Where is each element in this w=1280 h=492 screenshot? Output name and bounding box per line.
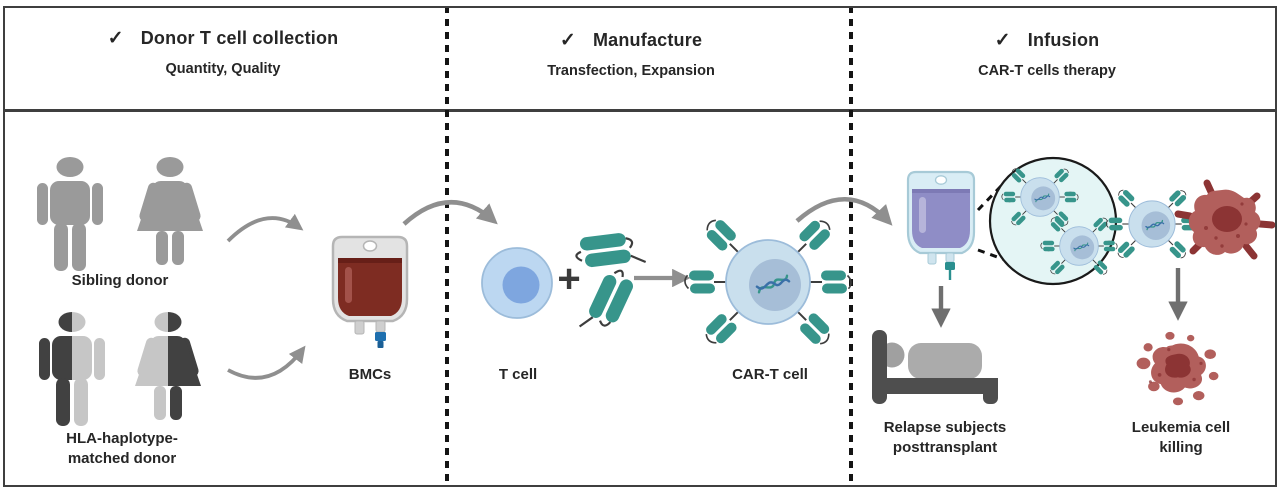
panel-divider-1 <box>445 6 449 487</box>
infusion-bag-icon <box>906 170 976 280</box>
magnified-cells-circle <box>988 156 1117 286</box>
attacking-car-t-cell-icon <box>1106 187 1197 261</box>
relapse-label-line1: Relapse subjects <box>883 419 1007 436</box>
plus-sign: + <box>557 257 581 301</box>
hla-female-donor-icon <box>135 312 201 420</box>
hla-donor-label-line2: matched donor <box>67 450 177 468</box>
leukemia-killing-label: Leukemia cell killing <box>1132 418 1230 459</box>
checkmark-icon: ✓ <box>994 30 1011 51</box>
car-t-cell-label: CAR-T cell <box>732 366 808 383</box>
panel-divider-2 <box>849 6 853 487</box>
leukemia-label-line1: Leukemia cell <box>1131 419 1231 436</box>
panel-title: Donor T cell collection <box>140 28 339 48</box>
panel-title: Manufacture <box>592 30 703 50</box>
blood-bag-icon <box>331 235 409 348</box>
panel-subtitle: CAR-T cells therapy <box>978 63 1116 79</box>
dead-leukemia-cell-icon <box>1136 331 1219 406</box>
t-cell-label: T cell <box>498 366 538 383</box>
panel-subtitle: Quantity, Quality <box>165 61 281 77</box>
arrow-bmcs-to-tcell <box>402 199 498 226</box>
sibling-male-donor-icon <box>37 157 103 271</box>
relapse-label: Relapse subjects posttransplant <box>884 418 1007 459</box>
header-separator-line <box>3 109 1277 112</box>
hla-male-donor-icon <box>39 312 105 426</box>
t-cell-icon <box>481 247 553 319</box>
relapse-label-line2: posttransplant <box>892 439 998 457</box>
checkmark-icon: ✓ <box>559 30 576 51</box>
car-construct-icon <box>578 263 639 342</box>
hla-donor-label-line1: HLA-haplotype- <box>66 430 178 447</box>
panel-header-collection: ✓ Donor T cell collection Quantity, Qual… <box>3 27 443 77</box>
bmcs-label: BMCs <box>348 366 392 383</box>
patient-bed-icon <box>872 330 998 404</box>
arrow-hla-to-bmcs <box>227 345 306 380</box>
car-construct-icon <box>573 229 647 272</box>
arrow-sibling-to-bmcs <box>226 213 304 243</box>
sibling-female-donor-icon <box>137 157 203 265</box>
panel-subtitle: Transfection, Expansion <box>547 63 715 79</box>
panel-header-manufacture: ✓ Manufacture Transfection, Expansion <box>447 29 815 79</box>
panel-header-infusion: ✓ Infusion CAR-T cells therapy <box>851 29 1243 79</box>
leukemia-cell-icon <box>1178 183 1272 256</box>
panel-title: Infusion <box>1027 30 1100 50</box>
arrow-cart-to-infusion <box>795 197 893 226</box>
checkmark-icon: ✓ <box>107 28 124 49</box>
car-t-cell-icon <box>685 215 851 349</box>
leukemia-label-line2: killing <box>1159 439 1203 457</box>
hla-donor-label: HLA-haplotype- matched donor <box>66 429 178 470</box>
sibling-donor-label: Sibling donor <box>71 272 169 289</box>
